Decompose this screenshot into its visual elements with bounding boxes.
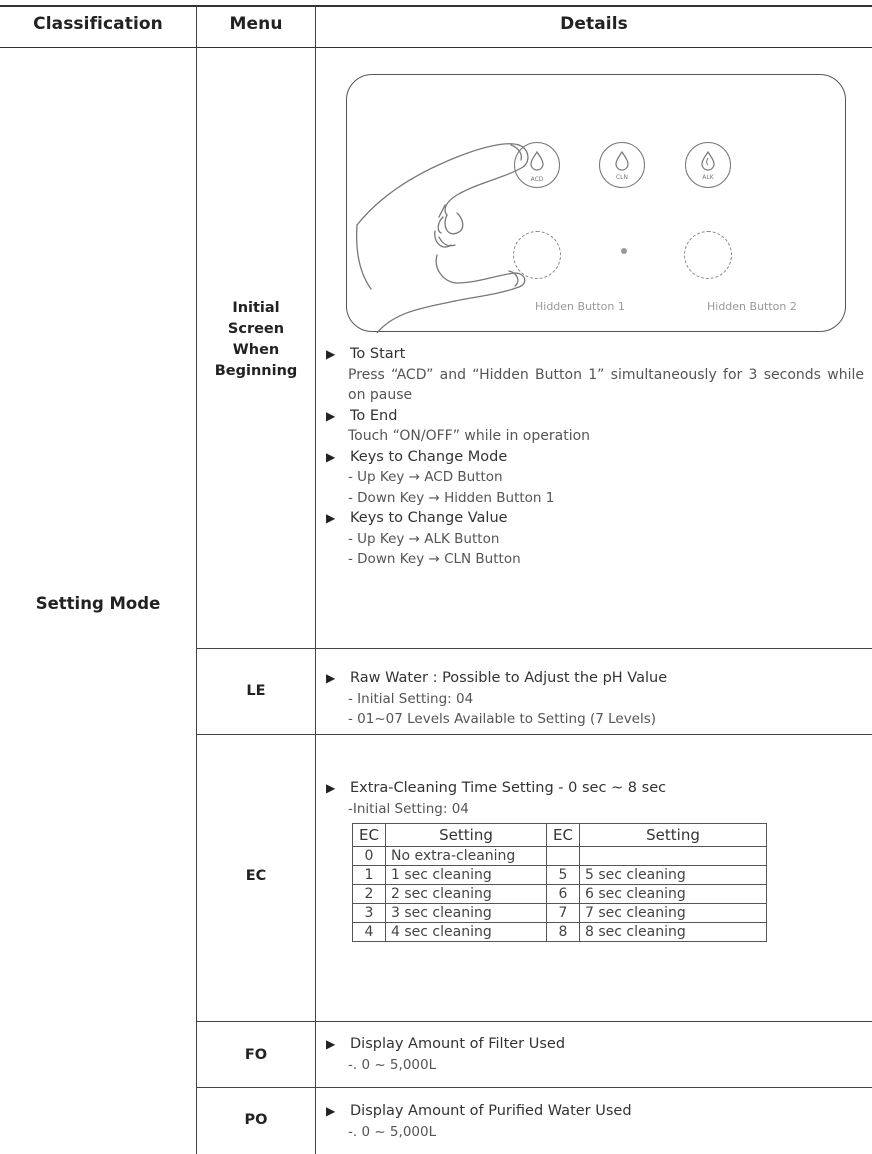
fo-value: -. 0 ~ 5,000L (348, 1056, 437, 1073)
header-classification: Classification (33, 14, 163, 34)
acd-label: ACD (530, 176, 544, 183)
acd-drop-icon (530, 151, 544, 171)
table-cell: 8 (546, 922, 580, 942)
table-cell: 6 (546, 884, 580, 904)
po-value: -. 0 ~ 5,000L (348, 1123, 437, 1140)
table-cell: 3 (352, 903, 386, 923)
to-start-body: Press “ACD” and “Hidden Button 1” simult… (348, 366, 864, 404)
table-cell: 7 sec cleaning (579, 903, 767, 923)
to-end-title: To End (326, 406, 864, 427)
menu-initial-line-2: Screen (227, 321, 285, 337)
menu-po: PO (244, 1112, 268, 1128)
keys-value-up: - Up Key → ALK Button (348, 530, 500, 547)
initial-details: To Start Press “ACD” and “Hidden Button … (326, 344, 864, 570)
table-cell: 6 sec cleaning (579, 884, 767, 904)
keys-change-mode-title: Keys to Change Mode (326, 447, 864, 468)
setting-col-header-1: Setting (385, 823, 547, 847)
column-divider-1 (196, 7, 197, 1154)
keys-change-value-title: Keys to Change Value (326, 508, 864, 529)
table-cell: 1 sec cleaning (385, 865, 547, 885)
alk-button (685, 142, 731, 188)
table-row: 0 No extra-cleaning (352, 846, 767, 866)
table-cell (579, 846, 767, 866)
po-details: Display Amount of Purified Water Used -.… (326, 1101, 864, 1142)
row-divider-le (196, 648, 872, 649)
ec-details: Extra-Cleaning Time Setting - 0 sec ~ 8 … (326, 778, 864, 819)
table-row: 1 1 sec cleaning 5 5 sec cleaning (352, 865, 767, 885)
menu-initial-line-3: When (232, 342, 280, 358)
table-cell: 4 (352, 922, 386, 942)
table-cell: 2 sec cleaning (385, 884, 547, 904)
to-start-title: To Start (326, 344, 864, 365)
hand-illustration (355, 143, 529, 333)
keys-value-down: - Down Key → CLN Button (348, 551, 521, 567)
alk-label: ALK (702, 174, 714, 181)
hidden-button-1-label: Hidden Button 1 (535, 300, 625, 313)
column-divider-2 (315, 7, 316, 1154)
row-divider-fo (196, 1021, 872, 1022)
table-cell: 4 sec cleaning (385, 922, 547, 942)
ec-col-header-1: EC (352, 823, 386, 847)
menu-initial-line-1: Initial (232, 300, 280, 316)
hidden-button-2-label: Hidden Button 2 (707, 300, 797, 313)
table-cell: 5 (546, 865, 580, 885)
menu-fo: FO (244, 1047, 268, 1063)
fo-title: Display Amount of Filter Used (326, 1034, 864, 1055)
table-cell: 8 sec cleaning (579, 922, 767, 942)
menu-le: LE (246, 683, 266, 699)
header-bottom-rule (0, 47, 872, 48)
table-cell: 7 (546, 903, 580, 923)
table-row: 4 4 sec cleaning 8 8 sec cleaning (352, 922, 767, 942)
menu-initial-line-4: Beginning (214, 363, 298, 379)
ec-title: Extra-Cleaning Time Setting - 0 sec ~ 8 … (326, 778, 864, 799)
table-cell: 1 (352, 865, 386, 885)
fo-details: Display Amount of Filter Used -. 0 ~ 5,0… (326, 1034, 864, 1075)
classification-setting-mode: Setting Mode (35, 594, 161, 613)
cln-drop-icon (615, 151, 629, 171)
table-cell: 3 sec cleaning (385, 903, 547, 923)
ec-settings-table: EC Setting EC Setting 0 No extra-cleanin… (352, 823, 767, 942)
cln-button (599, 142, 645, 188)
menu-initial-screen: Initial Screen When Beginning (197, 298, 315, 382)
le-details: Raw Water : Possible to Adjust the pH Va… (326, 668, 864, 730)
keys-mode-up: - Up Key → ACD Button (348, 469, 503, 485)
po-title: Display Amount of Purified Water Used (326, 1101, 864, 1122)
ec-col-header-2: EC (546, 823, 580, 847)
table-row: 3 3 sec cleaning 7 7 sec cleaning (352, 903, 767, 923)
acd-button (514, 142, 560, 188)
to-end-body: Touch “ON/OFF” while in operation (348, 428, 591, 444)
table-cell: 5 sec cleaning (579, 865, 767, 885)
le-levels: - 01~07 Levels Available to Setting (7 L… (348, 711, 657, 727)
menu-ec: EC (245, 868, 267, 884)
setting-col-header-2: Setting (579, 823, 767, 847)
indicator-dot (621, 248, 627, 254)
le-title: Raw Water : Possible to Adjust the pH Va… (326, 668, 864, 689)
row-divider-ec (196, 734, 872, 735)
cln-label: CLN (615, 174, 629, 181)
table-top-rule (0, 5, 872, 7)
header-details: Details (560, 14, 628, 34)
hidden-button-1-area (513, 231, 561, 279)
header-menu: Menu (229, 14, 283, 34)
table-row: 2 2 sec cleaning 6 6 sec cleaning (352, 884, 767, 904)
ec-initial-setting: -Initial Setting: 04 (348, 800, 469, 817)
table-cell: 2 (352, 884, 386, 904)
control-panel-illustration: ACD CLN ALK Hidden Button 1 Hidden Butto… (346, 74, 846, 333)
table-cell: 0 (352, 846, 386, 866)
le-initial-setting: - Initial Setting: 04 (348, 690, 474, 707)
alk-drop-icon (701, 151, 715, 171)
keys-mode-down: - Down Key → Hidden Button 1 (348, 489, 555, 506)
table-header-row: EC Setting EC Setting (352, 823, 767, 847)
table-cell (546, 846, 580, 866)
hidden-button-2-area (684, 231, 732, 279)
row-divider-po (196, 1087, 872, 1088)
table-cell: No extra-cleaning (385, 846, 547, 866)
